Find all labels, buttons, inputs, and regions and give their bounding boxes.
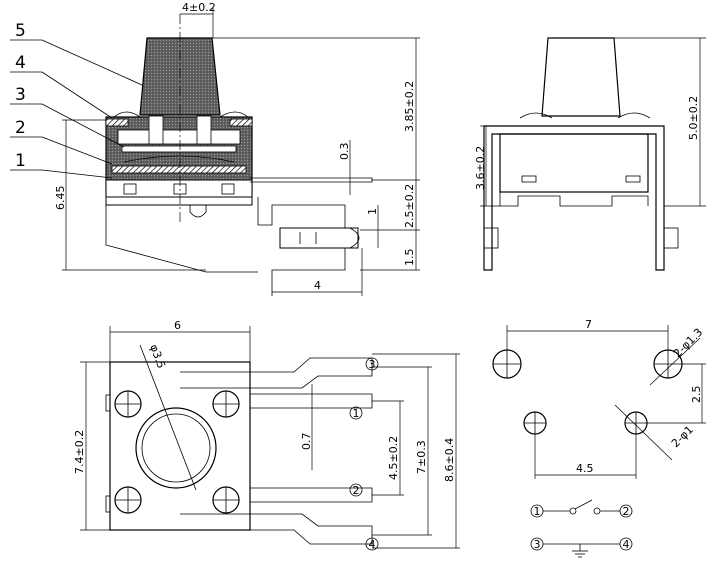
svg-text:7.4±0.2: 7.4±0.2 bbox=[73, 430, 86, 474]
svg-text:0.3: 0.3 bbox=[338, 143, 351, 161]
pin-marker-2: 2 bbox=[349, 483, 363, 497]
front-cap bbox=[541, 37, 621, 117]
svg-text:2-φ1: 2-φ1 bbox=[669, 423, 696, 450]
svg-text:1: 1 bbox=[534, 505, 541, 518]
pin-marker-1: 1 bbox=[349, 406, 363, 420]
section-view bbox=[105, 14, 373, 296]
svg-text:8.6±0.4: 8.6±0.4 bbox=[443, 438, 456, 482]
label-1: 1 bbox=[15, 151, 26, 171]
label-3: 3 bbox=[15, 85, 26, 105]
switch-schematic: 1 2 3 4 bbox=[530, 499, 633, 558]
svg-text:3.85±0.2: 3.85±0.2 bbox=[403, 81, 416, 132]
svg-text:4±0.2: 4±0.2 bbox=[182, 1, 216, 14]
svg-text:1.5: 1.5 bbox=[403, 249, 416, 267]
pcb-layout: 7 4.5 2.5 2-φ1.3 2-φ1 1 2 3 4 bbox=[492, 318, 706, 558]
svg-text:3.6±0.2: 3.6±0.2 bbox=[474, 146, 487, 190]
part-labels: 5 4 3 2 1 bbox=[10, 21, 143, 179]
svg-text:3: 3 bbox=[534, 538, 541, 551]
svg-text:φ3.5: φ3.5 bbox=[147, 343, 168, 371]
label-4: 4 bbox=[15, 53, 26, 73]
svg-text:6.45: 6.45 bbox=[54, 186, 67, 211]
svg-text:4: 4 bbox=[314, 279, 321, 292]
svg-text:4: 4 bbox=[369, 538, 376, 551]
body-outline bbox=[109, 361, 251, 531]
top-view: 6 φ3.5 7.4±0.2 0.7 4.5±0.2 7±0.3 8.6±0.4… bbox=[73, 319, 460, 551]
svg-text:4.5: 4.5 bbox=[576, 462, 594, 475]
svg-text:1: 1 bbox=[366, 208, 379, 215]
svg-text:7: 7 bbox=[585, 318, 592, 331]
svg-text:6: 6 bbox=[174, 319, 181, 332]
front-view: 5.0±0.2 3.6±0.2 bbox=[474, 37, 706, 271]
svg-text:3: 3 bbox=[369, 358, 376, 371]
label-2: 2 bbox=[15, 118, 26, 138]
svg-text:1: 1 bbox=[353, 407, 360, 420]
svg-text:4.5±0.2: 4.5±0.2 bbox=[387, 436, 400, 480]
section-dimensions: 4±0.2 6.45 3.85±0.2 2.5±0.2 1.5 0.3 1 4 bbox=[54, 1, 420, 296]
svg-text:4: 4 bbox=[623, 538, 630, 551]
svg-text:0.7: 0.7 bbox=[300, 433, 313, 451]
svg-text:2: 2 bbox=[623, 505, 630, 518]
pin-marker-3: 3 bbox=[365, 357, 379, 371]
svg-text:2-φ1.3: 2-φ1.3 bbox=[671, 326, 705, 360]
svg-text:7±0.3: 7±0.3 bbox=[415, 440, 428, 474]
label-5: 5 bbox=[15, 21, 26, 41]
svg-text:5.0±0.2: 5.0±0.2 bbox=[687, 96, 700, 140]
svg-text:2.5: 2.5 bbox=[690, 386, 703, 404]
svg-text:2: 2 bbox=[353, 484, 360, 497]
cap-circle bbox=[135, 407, 217, 489]
svg-text:2.5±0.2: 2.5±0.2 bbox=[403, 184, 416, 228]
pin-marker-4: 4 bbox=[365, 537, 379, 551]
